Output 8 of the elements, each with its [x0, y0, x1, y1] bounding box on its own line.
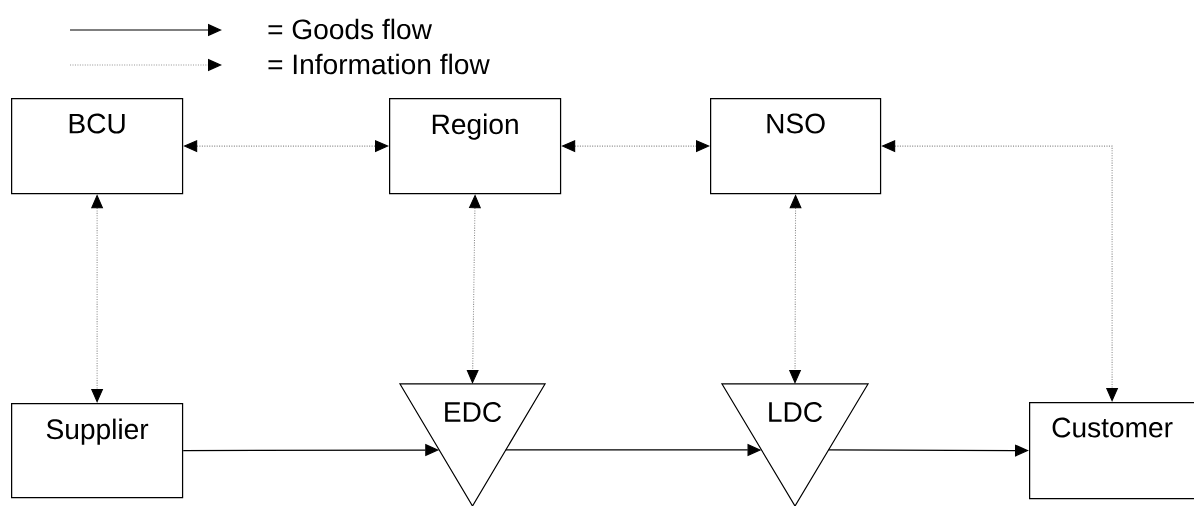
- arrow: [827, 444, 1029, 457]
- process-box: Customer: [1029, 402, 1194, 500]
- legend-label: = Goods flow: [268, 18, 432, 40]
- legend-label: = Information flow: [268, 53, 490, 75]
- process-box: NSO: [710, 98, 882, 195]
- process-box: Region: [389, 98, 562, 195]
- process-box: BCU: [11, 98, 184, 195]
- process-box: Supplier: [11, 403, 184, 499]
